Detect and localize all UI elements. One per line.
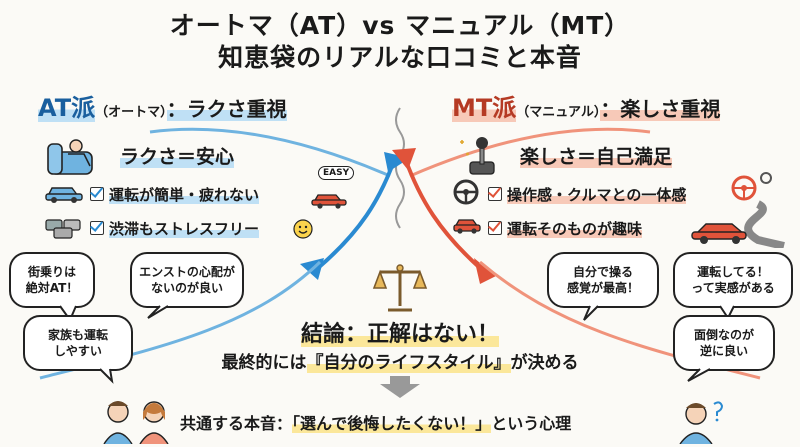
at-curve-top xyxy=(149,127,391,178)
mt-bubble-3: 面倒なのが 逆に良い xyxy=(693,328,754,358)
at-header-tail: ：ラクさ重視 xyxy=(166,97,287,121)
at-arrow-center xyxy=(316,157,397,270)
at-bubble-2: エンストの心配が ないのが良い xyxy=(139,265,235,295)
check-icon xyxy=(90,221,104,235)
sofa-person-icon xyxy=(47,139,93,175)
at-item-2: 渋滞もストレスフリー xyxy=(90,218,260,239)
easy-car-icon xyxy=(311,194,347,209)
mt-arrow-center xyxy=(403,157,482,270)
mt-bubble-1: 自分で操る 感覚が最高！ xyxy=(566,265,639,295)
mt-item-1: 操作感・クルマとの一体感 xyxy=(488,184,687,205)
mt-bubble-2: 運転してる！ って実感がある xyxy=(691,265,775,295)
mt-item-2: 運転そのものが趣味 xyxy=(488,218,643,239)
steering-gear-icon xyxy=(731,172,772,201)
red-car-icon xyxy=(453,219,481,234)
check-icon xyxy=(488,221,502,235)
mt-sub-text: 楽しさ＝自己満足 xyxy=(520,146,673,168)
mt-header-sub: （マニュアル） xyxy=(516,105,601,120)
sports-car-road-icon xyxy=(691,200,785,248)
gear-shifter-icon xyxy=(460,137,495,175)
easy-label: EASY xyxy=(318,166,355,180)
center-divider xyxy=(395,107,405,229)
thinking-person-icon xyxy=(679,401,724,444)
traffic-jam-icon xyxy=(45,219,81,239)
at-header-main: AT派 xyxy=(38,94,96,122)
at-header-sub: （オートマ） xyxy=(95,105,167,120)
mt-arrowhead-right xyxy=(474,258,496,284)
mt-curve-top xyxy=(409,127,651,178)
conclusion-sub: 最終的には『自分のライフスタイル』が決める xyxy=(221,353,579,373)
at-header: AT派（オートマ）：ラクさ重視 xyxy=(38,88,287,123)
conclusion-main: 結論：正解はない！ xyxy=(300,322,499,347)
mt-sub: 楽しさ＝自己満足 xyxy=(520,142,673,169)
balance-scale-icon xyxy=(372,264,428,312)
title-line-2: 知恵袋のリアルな口コミと本音 xyxy=(218,43,582,72)
mt-header-main: MT派 xyxy=(452,94,517,122)
check-icon xyxy=(488,187,502,201)
at-item-1: 運転が簡単・疲れない xyxy=(90,184,260,205)
car-icon xyxy=(45,187,83,203)
smiley-icon xyxy=(293,219,313,239)
check-icon xyxy=(90,187,104,201)
at-bubble-3: 家族も運転 しやすい xyxy=(47,328,108,358)
title-line-1: オートマ（AT）vs マニュアル（MT） xyxy=(169,11,631,40)
mt-header-tail: ：楽しさ重視 xyxy=(600,97,721,121)
down-arrow xyxy=(380,376,420,398)
people-icon xyxy=(103,401,169,444)
at-sub-text: ラクさ＝安心 xyxy=(120,146,235,168)
at-bubble-1: 街乗りは 絶対AT！ xyxy=(25,265,79,295)
at-sub: ラクさ＝安心 xyxy=(120,142,235,169)
steering-wheel-icon xyxy=(453,179,479,205)
footer: 共通する本音：「選んで後悔したくない！」という心理 xyxy=(180,414,572,433)
mt-arrowhead-left xyxy=(392,148,416,170)
mt-header: MT派（マニュアル）：楽しさ重視 xyxy=(452,88,721,123)
